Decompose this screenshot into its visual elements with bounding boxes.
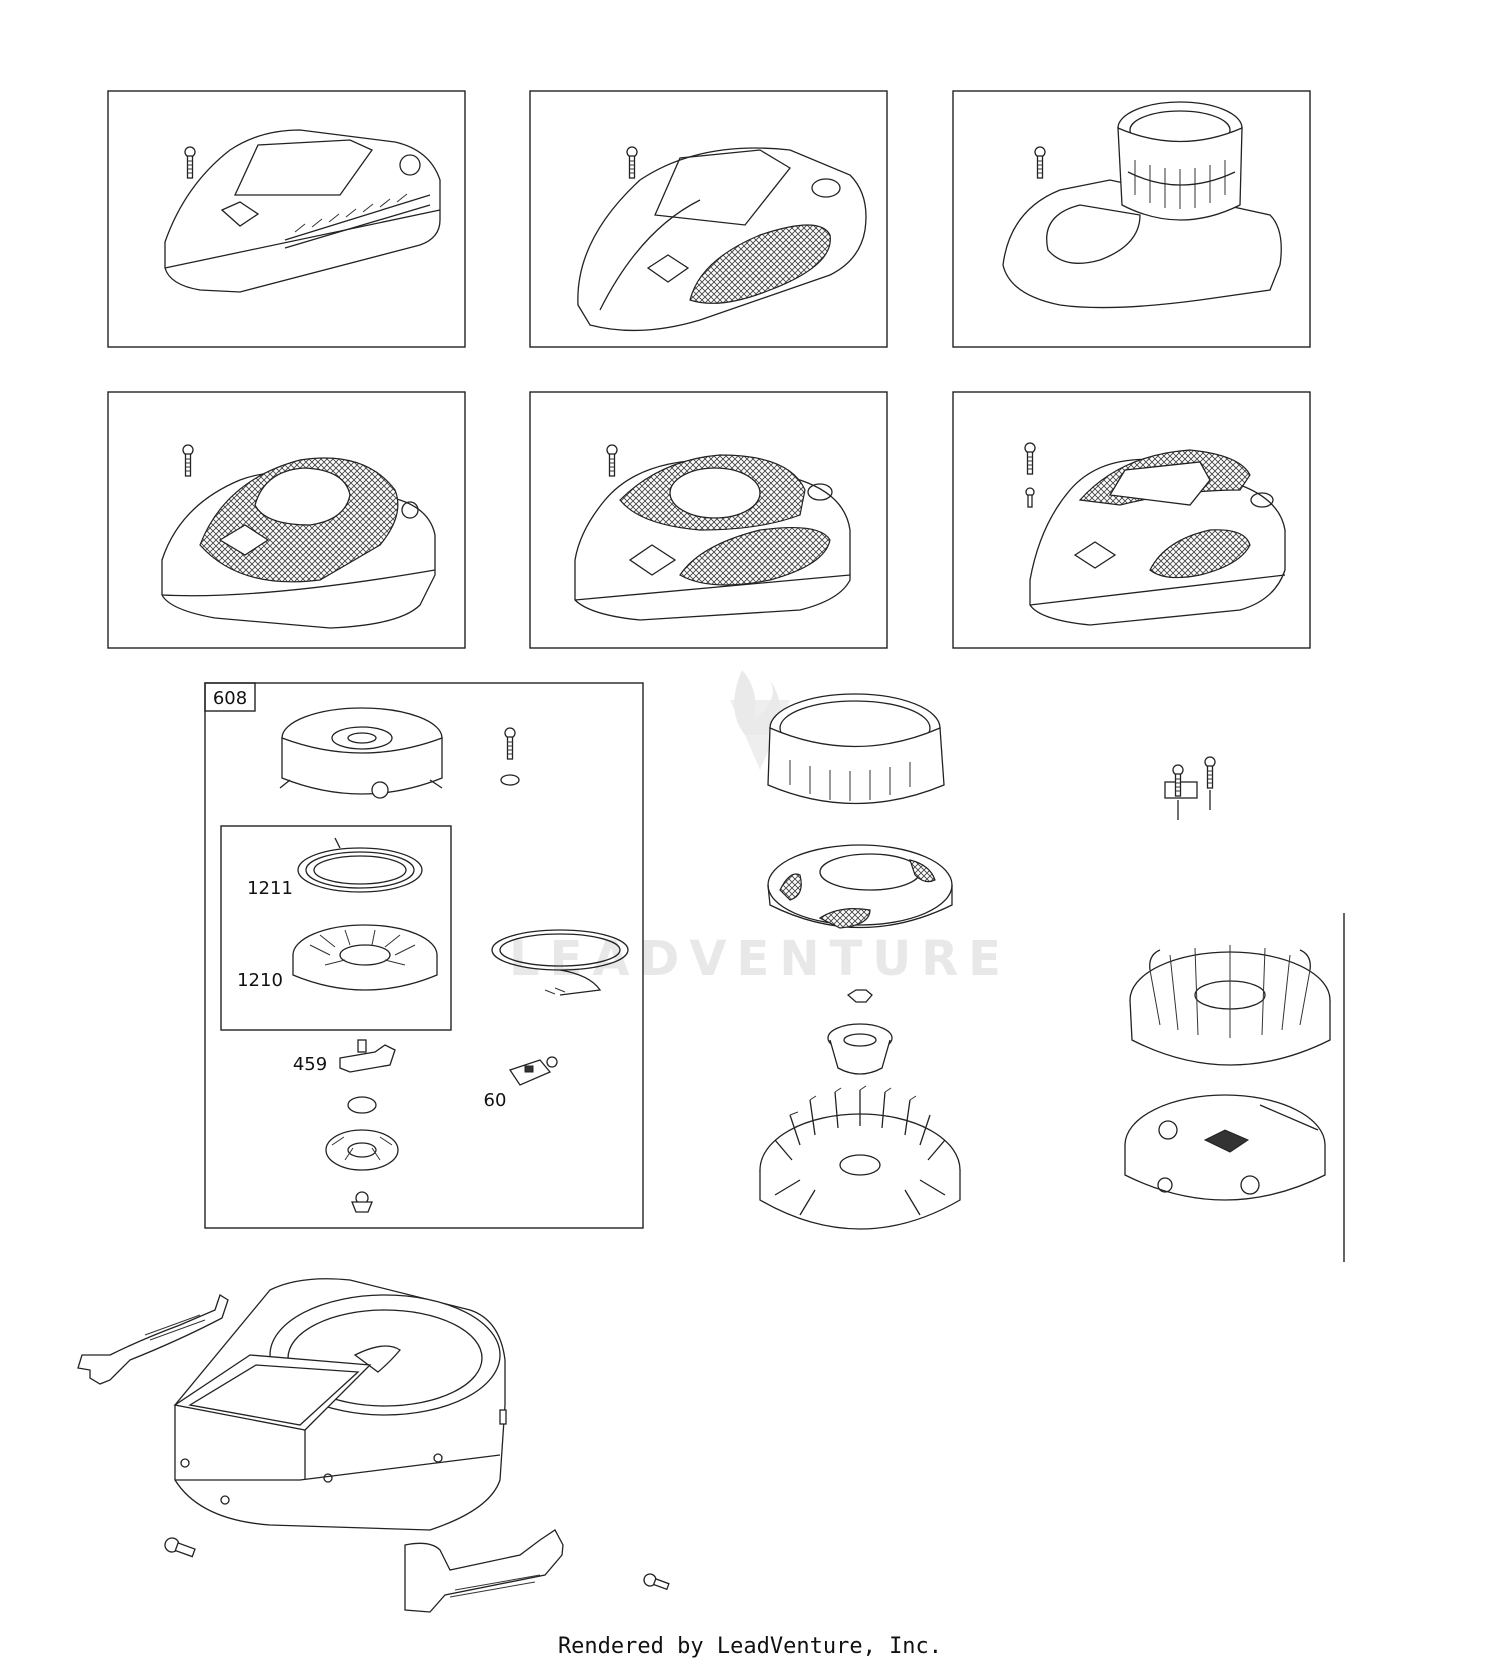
blower-cover-variant-6: [952, 391, 1311, 649]
blower-housing: [173, 1278, 507, 1531]
starter-washer: [500, 774, 520, 786]
callout-1210: 1210: [237, 970, 283, 991]
starter-cup: [325, 1129, 399, 1171]
rewind-spring: [297, 837, 423, 893]
rewind-starter-kit: 608 1211 1210: [204, 682, 644, 1229]
starter-rope: [491, 929, 629, 996]
housing-bolt-left: [164, 1537, 196, 1558]
leadventure-watermark-logo: LEADVENTURE: [509, 670, 1011, 987]
starter-handle: [508, 1056, 558, 1086]
housing-bolt-right: [643, 1573, 670, 1591]
retainer-washer: [347, 1096, 377, 1114]
flywheel-nut: [846, 989, 873, 1003]
ignition-armature: [1164, 756, 1216, 820]
blower-cover-variant-2: [529, 90, 888, 348]
starter-bolt: [504, 727, 516, 760]
starter-housing: [279, 707, 443, 799]
starter-clutch-cup: [827, 1023, 893, 1075]
blower-cover-variant-1: [107, 90, 466, 348]
center-screw: [351, 1191, 373, 1213]
callout-1211: 1211: [247, 878, 293, 899]
kit-number-label: 608: [213, 688, 247, 709]
flywheel-finned: [759, 1085, 961, 1230]
blower-cover-variant-5: [529, 391, 888, 649]
callout-459: 459: [293, 1054, 327, 1075]
starter-pulley: [292, 924, 438, 991]
starter-pawl: [339, 1039, 396, 1073]
blower-cover-variant-3: [952, 90, 1311, 348]
debris-screen: [767, 844, 953, 929]
blower-cover-variant-4: [107, 391, 466, 649]
watermark-text: LEADVENTURE: [509, 931, 1011, 987]
lower-baffle: [404, 1529, 564, 1613]
flywheel-base: [1124, 1094, 1326, 1201]
upper-baffle: [77, 1294, 229, 1385]
flywheel-fan: [1129, 945, 1331, 1066]
rotating-screen-ring: [767, 693, 945, 805]
footer-credit: Rendered by LeadVenture, Inc.: [557, 1634, 943, 1659]
callout-60: 60: [484, 1090, 507, 1111]
